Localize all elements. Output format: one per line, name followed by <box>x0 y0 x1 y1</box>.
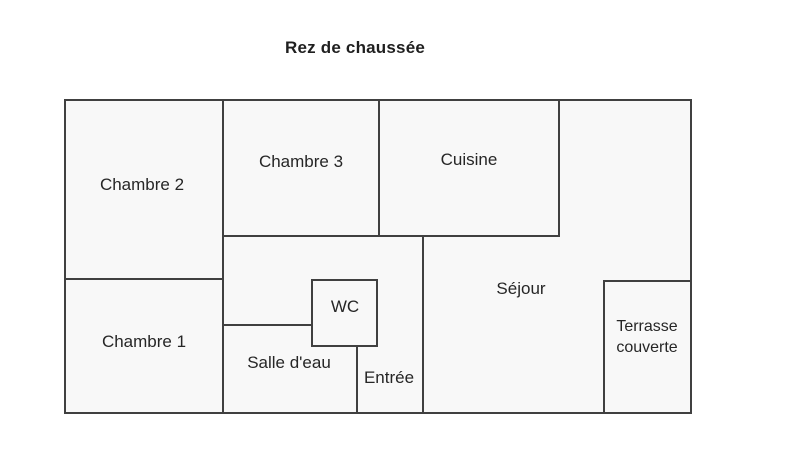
room-label-sejour: Séjour <box>496 279 546 298</box>
room-label-terrasse-couverte: Terrasse couverte <box>616 318 678 356</box>
room-label-entree: Entrée <box>363 368 415 387</box>
room-label-wc: WC <box>330 297 360 316</box>
wall-cuisine-sejour-divider <box>558 101 560 237</box>
room-terrasse-outline <box>603 280 690 412</box>
room-label-chambre1: Chambre 1 <box>101 332 187 351</box>
room-label-cuisine: Cuisine <box>440 150 498 169</box>
wall-salledeau-top <box>222 324 313 326</box>
room-label-chambre2: Chambre 2 <box>99 175 185 194</box>
page-title: Rez de chaussée <box>284 38 426 57</box>
room-label-salle-deau: Salle d'eau <box>247 353 331 372</box>
wall-entree-sejour-divider <box>422 235 424 412</box>
wall-chambre3-cuisine-divider <box>378 101 380 237</box>
room-label-chambre3: Chambre 3 <box>258 152 344 171</box>
floor-plan-outline: Chambre 2 Chambre 3 Cuisine Chambre 1 Sa… <box>64 99 692 414</box>
wall-bedrooms-vertical <box>222 101 224 412</box>
wall-chambre2-chambre1-divider <box>66 278 224 280</box>
room-wc-outline <box>311 279 378 347</box>
wall-salledeau-entree-divider <box>356 346 358 412</box>
wall-chambre3-cuisine-bottom <box>222 235 560 237</box>
